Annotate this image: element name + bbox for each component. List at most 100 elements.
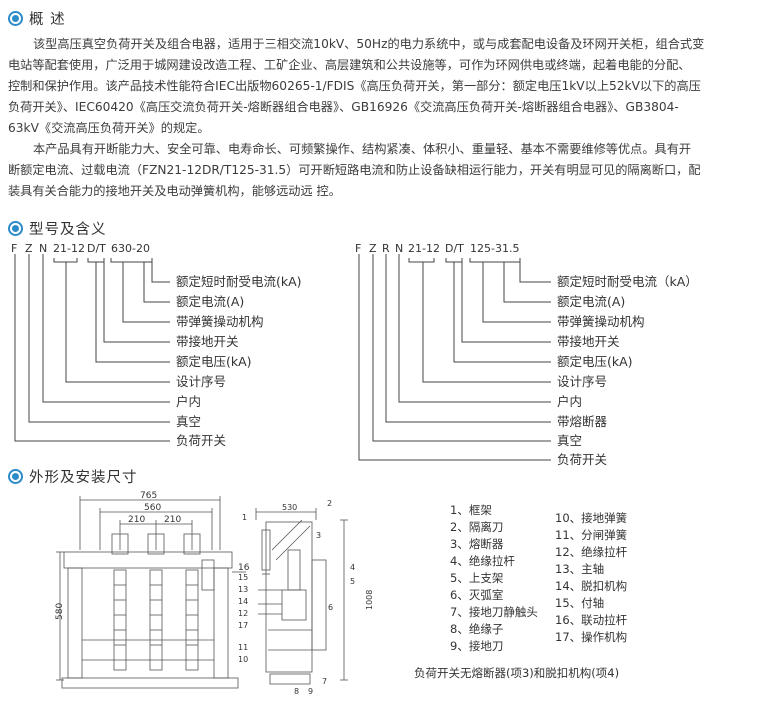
code-char: N [395,242,403,255]
callout-6: 6 [328,603,333,612]
callout-10: 10 [238,655,248,664]
meaning-label: 额定电流(A) [176,294,244,309]
right-model-codes: F Z R N 21-12 D/T 125-31.5 [355,242,519,255]
dims-heading: 外形及安装尺寸 [8,466,138,487]
text-line: 该型高压真空负荷开关及组合电器，适用于三相交流10kV、50Hz的电力系统中，或… [33,37,705,51]
callout-3: 3 [316,531,321,540]
legend-item: 13、主轴 [555,562,605,576]
legend-item: 10、接地弹簧 [555,511,628,525]
overview-heading: 概 述 [8,8,66,29]
model-title: 型号及含义 [29,222,107,238]
callout-8: 8 [294,687,299,696]
text-line: 本产品具有开断能力大、安全可靠、电寿命长、可频繁操作、结构紧凑、体积小、重量轻、… [33,142,692,156]
callout-13: 13 [238,585,248,594]
meaning-label: 额定电压(kA) [176,354,252,369]
callout-1: 1 [242,513,247,522]
callout-4: 4 [350,563,355,572]
dim-765: 765 [140,491,157,501]
callout-9: 9 [308,687,313,696]
legend-item: 1、框架 [450,503,492,517]
legend-item: 12、绝缘拉杆 [555,545,628,559]
meaning-label: 带熔断器 [557,414,608,429]
legend-item: 14、脱扣机构 [555,579,628,593]
parts-legend-left: 1、框架 2、隔离刀 3、熔断器 4、绝缘拉杆 5、上支架 6、灭弧室 7、接地… [450,502,538,655]
dim-210a: 210 [128,515,145,525]
meaning-label: 带接地开关 [176,334,239,349]
text-line: 63kV《交流高压负荷开关》的规定。 [8,121,210,135]
legend-item: 2、隔离刀 [450,520,504,534]
bullet-circle-icon [8,221,23,236]
meaning-label: 设计序号 [557,374,607,389]
meaning-label: 真空 [176,414,201,429]
callout-11: 11 [238,643,248,652]
code-char: N [39,242,47,255]
code-char: F [11,242,17,255]
legend-item: 7、接地刀静触头 [450,605,538,619]
meaning-label: 额定短时耐受电流(kA) [176,274,302,289]
callout-15: 15 [238,573,248,582]
right-model-lines [358,254,551,461]
bullet-circle-icon [8,469,23,484]
text-line: 电站等配套使用，广泛用于城网建设改造工程、工矿企业、高层建筑和公共设施等，可作为… [8,58,691,72]
left-model-codes: F Z N 21-12 D/T 630-20 [11,242,150,255]
dims-title: 外形及安装尺寸 [29,470,138,486]
text-line: 控制和保护作用。该产品技术性能符合IEC出版物60265-1/FDIS《高压负荷… [8,79,701,93]
left-model-lines [14,254,170,442]
callout-17: 17 [238,621,248,630]
code-char: Z [369,242,377,255]
dim-580: 580 [55,603,65,620]
right-model-meanings: 额定短时耐受电流（kA） 额定电流(A) 带弹簧操动机构 带接地开关 额定电压(… [557,274,698,467]
overview-paragraph-1: 该型高压真空负荷开关及组合电器，适用于三相交流10kV、50Hz的电力系统中，或… [8,34,762,139]
meaning-label: 带弹簧操动机构 [176,314,264,329]
code-char: D/T [445,242,464,255]
overview-title: 概 述 [29,12,66,28]
parts-legend-right: 10、接地弹簧 11、分闸弹簧 12、绝缘拉杆 13、主轴 14、脱扣机构 15… [555,510,627,646]
code-char: 21-12 [53,242,85,255]
left-model-meanings: 额定短时耐受电流(kA) 额定电流(A) 带弹簧操动机构 带接地开关 额定电压(… [176,274,302,448]
callout-5: 5 [350,577,355,586]
code-char: R [382,242,390,255]
code-char: 630-20 [111,242,150,255]
callout-7: 7 [322,677,327,686]
legend-item: 17、操作机构 [555,630,628,644]
legend-item: 11、分闸弹簧 [555,528,628,542]
meaning-label: 带弹簧操动机构 [557,314,645,329]
legend-item: 15、付轴 [555,596,605,610]
callout-14: 14 [238,597,248,606]
meaning-label: 户内 [176,394,201,409]
callout-12: 12 [238,609,248,618]
dim-560: 560 [144,503,161,513]
legend-item: 6、灭弧室 [450,588,504,602]
callout-16: 16 [238,563,250,573]
code-char: 125-31.5 [470,242,519,255]
dim-210b: 210 [164,515,181,525]
meaning-label: 额定电流(A) [557,294,625,309]
code-char: Z [25,242,33,255]
dim-530: 530 [282,503,297,512]
legend-item: 8、绝缘子 [450,622,504,636]
text-line: 断额定电流、过载电流（FZN21-12DR/T125-31.5）可开断短路电流和… [8,163,701,177]
legend-item: 3、熔断器 [450,537,504,551]
dim-1008: 1008 [365,590,372,610]
figure-caption: 负荷开关无熔断器(项3)和脱扣机构(项4) [414,666,620,680]
meaning-label: 真空 [557,433,582,448]
front-view-drawing: 765 560 210 210 580 16 [55,491,250,689]
meaning-label: 设计序号 [176,374,226,389]
legend-item: 5、上支架 [450,571,504,585]
code-char: 21-12 [408,242,440,255]
model-designation-diagram: F Z N 21-12 D/T 630-20 F Z R N 21-12 D/T… [11,242,698,467]
legend-item: 4、绝缘拉杆 [450,554,515,568]
legend-item: 9、接地刀 [450,639,504,653]
bullet-circle-icon [8,11,23,26]
meaning-label: 负荷开关 [557,452,607,467]
meaning-label: 额定电压(kA) [557,354,633,369]
side-view-drawing: 530 1008 2 1 3 15 13 14 12 17 10 11 4 5 … [238,499,372,696]
code-char: D/T [87,242,106,255]
code-char: F [355,242,361,255]
meaning-label: 带接地开关 [557,334,620,349]
model-heading: 型号及含义 [8,218,107,239]
legend-item: 16、联动拉杆 [555,613,628,627]
meaning-label: 负荷开关 [176,433,226,448]
text-line: 负荷开关》、IEC60420《高压交流负荷开关-熔断器组合电器》、GB16926… [8,100,679,114]
text-line: 装具有关合能力的接地开关及电动弹簧机构，能够远动远 控。 [8,184,341,198]
